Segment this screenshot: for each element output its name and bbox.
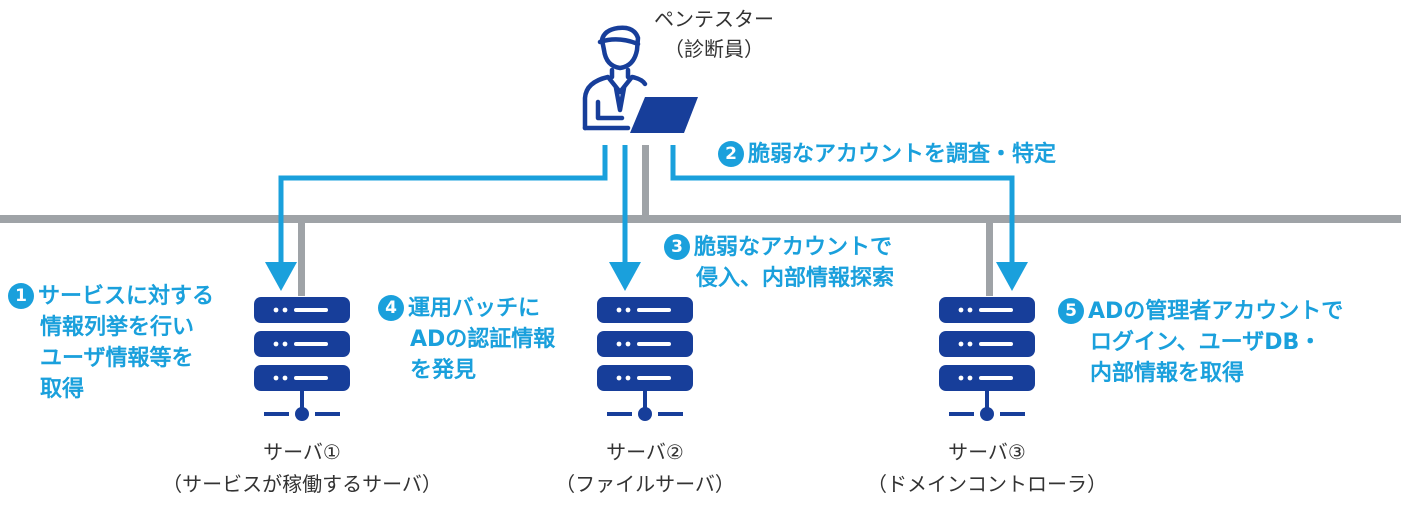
step1-line2: 情報列挙を行い (40, 315, 195, 340)
step1-badge: 1 (8, 283, 34, 309)
server2-icon (597, 297, 693, 421)
arrow-to-server3 (670, 145, 1015, 262)
attack-arrows (278, 145, 1015, 262)
arrowhead-server3 (996, 262, 1028, 291)
step4-line3: を発見 (410, 358, 477, 383)
server1-name: サーバ① (263, 440, 341, 464)
pentester-icon (582, 25, 648, 131)
server2-desc: （ファイルサーバ） (555, 472, 735, 496)
step5-line1: ADの管理者アカウントで (1088, 299, 1344, 324)
network-link-server1 (298, 220, 305, 296)
arrowhead-server1 (265, 262, 297, 291)
server3-desc: （ドメインコントローラ） (867, 472, 1107, 496)
step5-badge: 5 (1058, 298, 1084, 324)
arrow-to-server1 (278, 145, 608, 262)
step1-line1: サービスに対する (38, 284, 215, 309)
step2-line1: 脆弱なアカウントを調査・特定 (748, 142, 1057, 167)
server3-label: サーバ③ （ドメインコントローラ） (847, 436, 1127, 500)
server3-name: サーバ③ (948, 440, 1026, 464)
network-link-pentester (642, 145, 649, 220)
server2-name: サーバ② (606, 440, 684, 464)
laptop-icon (630, 97, 698, 133)
step3-line1: 脆弱なアカウントで (694, 235, 893, 260)
server1-label: サーバ① （サービスが稼働するサーバ） (152, 436, 452, 500)
network-link-server3 (986, 220, 993, 296)
server1-icon (254, 297, 350, 421)
step4-line2: ADの認証情報 (410, 327, 556, 352)
step2-badge: 2 (718, 141, 744, 167)
arrowhead-server2 (609, 262, 641, 291)
server3-icon (939, 297, 1035, 421)
server1-desc: （サービスが稼働するサーバ） (162, 472, 442, 496)
step1-line4: 取得 (40, 377, 85, 402)
network-line (0, 215, 1401, 223)
pentester-role: ペンテスター (654, 7, 774, 31)
step4-badge: 4 (378, 295, 404, 321)
pentester-role-sub: （診断員） (664, 37, 764, 61)
step3-badge: 3 (664, 234, 690, 260)
pentester-label: ペンテスター （診断員） (644, 4, 784, 64)
step4-line1: 運用バッチに (408, 296, 541, 321)
step5-line2: ログイン、ユーザDB・ (1090, 330, 1322, 355)
step3-line2: 侵入、内部情報探索 (696, 266, 895, 291)
step5-line3: 内部情報を取得 (1090, 361, 1245, 386)
server2-label: サーバ② （ファイルサーバ） (525, 436, 765, 500)
step1-line3: ユーザ情報等を (40, 346, 194, 371)
